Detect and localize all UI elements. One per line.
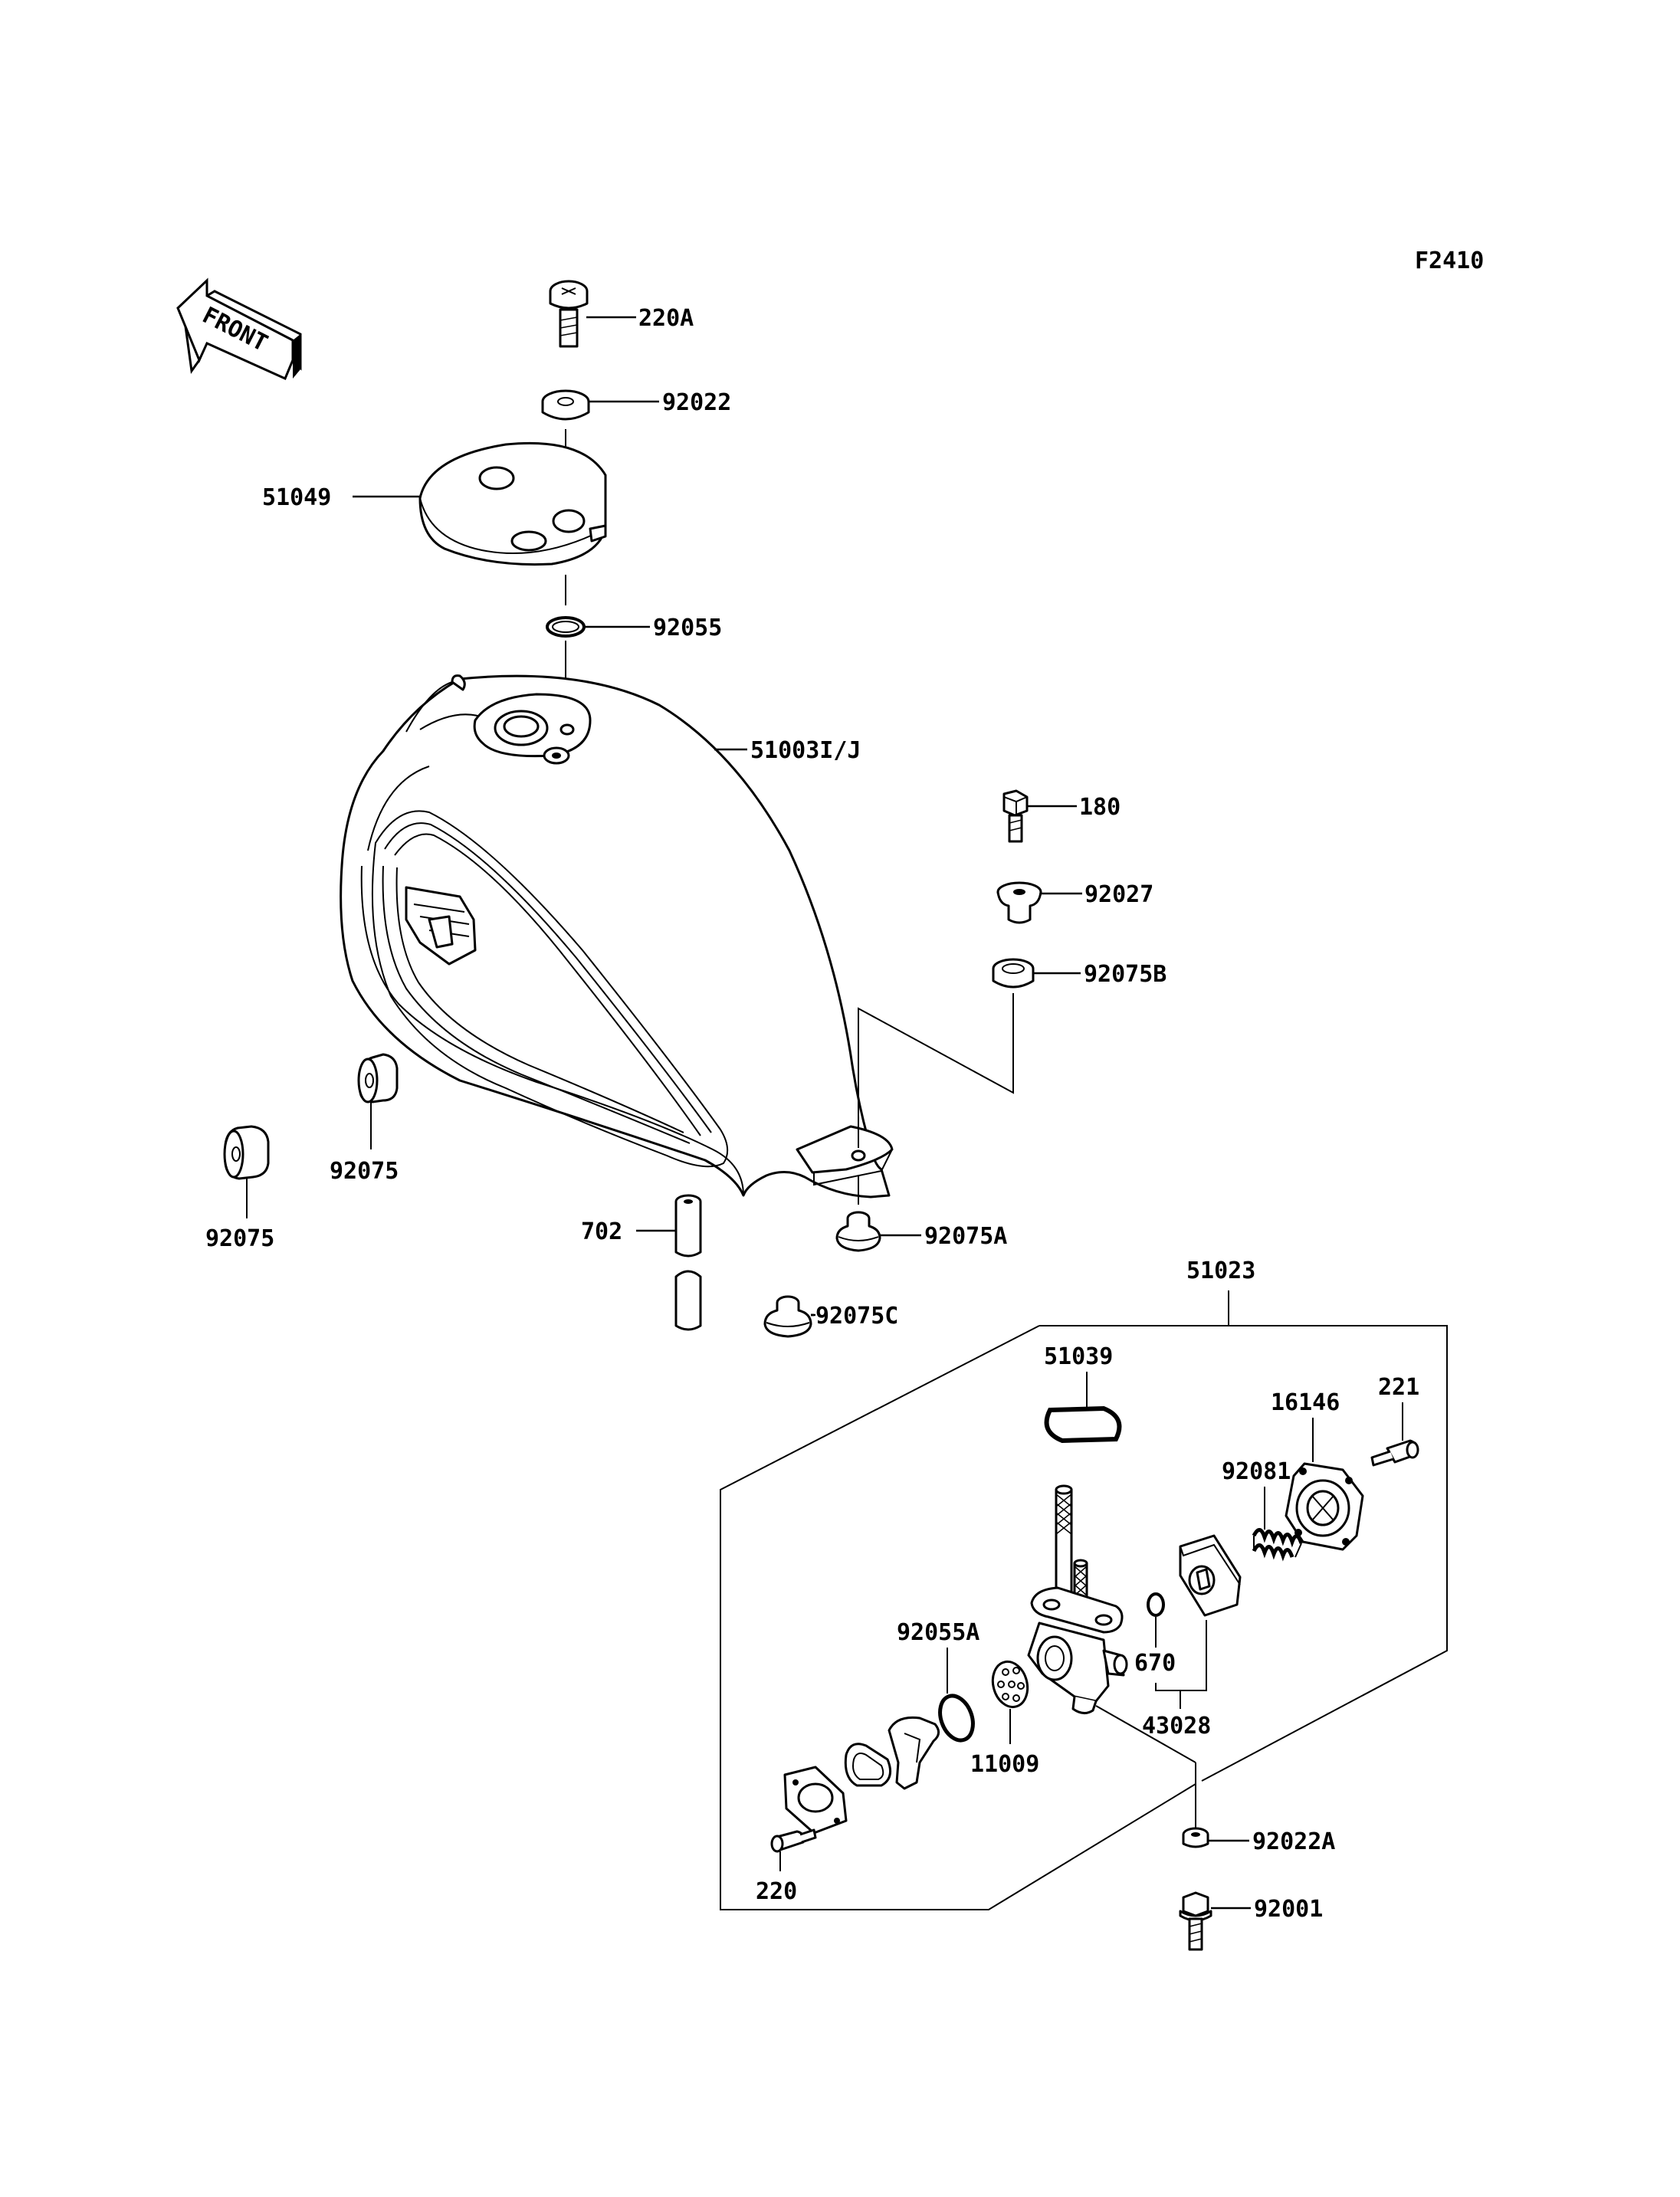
bolt-92001-icon [1179,1891,1212,1951]
label-92075b: 92075B [1084,961,1166,988]
cap-cover-51049-icon [418,441,607,566]
fuel-tank-icon [340,674,894,1199]
collar-92027-icon [996,881,1042,924]
washer-92022-icon [541,389,590,421]
label-92075-a: 92075 [330,1158,399,1185]
label-92022a: 92022A [1252,1828,1335,1855]
rubber-92075-b-icon [223,1125,270,1180]
label-51023: 51023 [1186,1258,1255,1284]
cover-16146-icon [1285,1462,1364,1551]
label-92027: 92027 [1084,881,1153,908]
label-51039: 51039 [1044,1343,1113,1370]
grommet-92075a-icon [835,1211,881,1252]
label-670: 670 [1134,1650,1176,1677]
grommet-92075b-icon [992,958,1035,989]
washer-92022a-icon [1182,1827,1209,1848]
grommet-92075c-icon [763,1295,812,1338]
gasket-51039-icon [1044,1405,1122,1444]
label-180: 180 [1079,794,1121,821]
filter-11009-icon [991,1660,1029,1709]
figure-code: F2410 [1415,248,1484,274]
screw-221-icon [1370,1439,1419,1467]
screw-220-icon [770,1828,817,1853]
label-11009: 11009 [970,1751,1039,1778]
bolt-220a-icon [549,280,589,348]
fuel-cock-assembly-icon [1027,1484,1128,1714]
bolt-180-icon [1002,789,1029,843]
label-92055: 92055 [653,615,722,641]
label-51003: 51003I/J [750,737,861,764]
label-220a: 220A [638,305,694,332]
label-221: 221 [1378,1374,1419,1401]
diaphragm-43028-icon [1179,1534,1242,1617]
plate-icon [783,1766,848,1835]
lever-icon [888,1716,940,1790]
label-43028: 43028 [1142,1713,1211,1740]
front-arrow-icon: FRONT [176,277,302,381]
spring-92081-icon [1252,1528,1304,1562]
label-220: 220 [756,1878,797,1905]
oring-92055a-icon [938,1694,975,1743]
oring-670-icon [1147,1592,1165,1617]
oring-92055-icon [546,616,586,638]
label-16146: 16146 [1271,1389,1340,1416]
label-92075a: 92075A [924,1223,1007,1250]
label-92081: 92081 [1222,1458,1291,1485]
hose-702-icon [674,1194,702,1331]
label-702: 702 [581,1218,622,1245]
label-92055a: 92055A [897,1619,979,1646]
rubber-92075-a-icon [357,1053,399,1103]
tank-emblem-icon [405,886,477,966]
label-92075c: 92075C [815,1303,898,1330]
label-92001: 92001 [1254,1896,1323,1923]
label-51049: 51049 [262,484,331,511]
label-92075-b: 92075 [205,1225,274,1252]
gasket-icon [844,1743,892,1787]
label-92022: 92022 [662,389,731,416]
